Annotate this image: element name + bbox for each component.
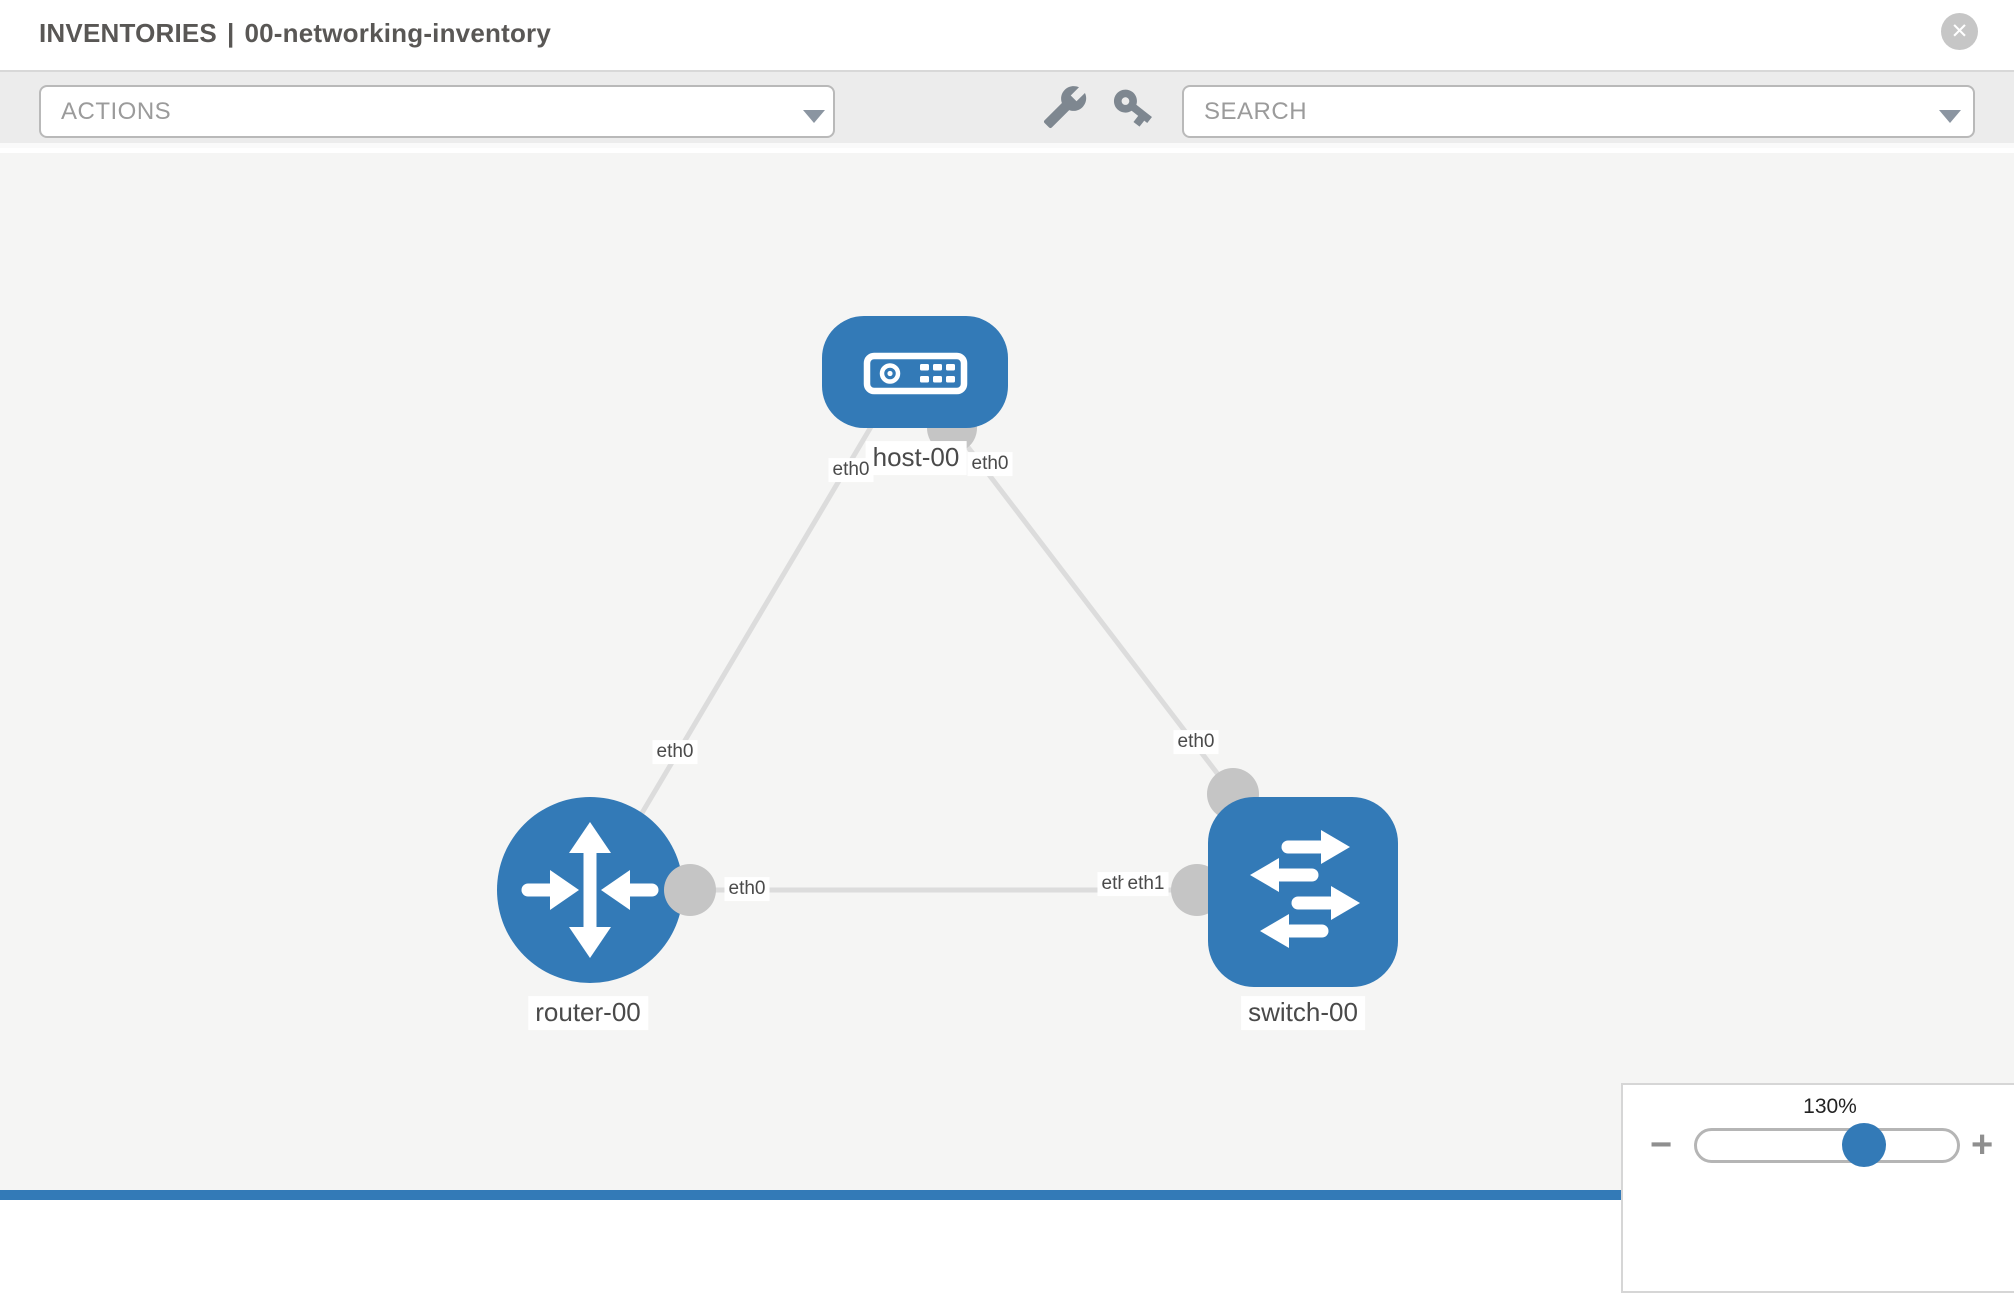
interface-dot-router (664, 864, 716, 916)
port-label-link-host-router: eth0 (652, 740, 698, 764)
page-title-secondary: 00-networking-inventory (244, 18, 552, 48)
wrench-icon[interactable] (1042, 84, 1088, 130)
switch-icon (1250, 830, 1360, 948)
page-title: INVENTORIES | 00-networking-inventory (39, 18, 551, 49)
zoom-panel: 130% − + (1621, 1083, 2014, 1293)
close-glyph: ✕ (1950, 20, 1969, 43)
zoom-slider-handle[interactable] (1842, 1123, 1886, 1167)
bottom-panel-edge (0, 1190, 1621, 1200)
node-switch-00[interactable] (1208, 797, 1398, 987)
topology-canvas[interactable]: host-00 router-00 switch-00 eth0 eth0 et… (0, 153, 2014, 1200)
port-label-link-host-switch: eth0 (1173, 730, 1219, 754)
node-label-router: router-00 (528, 996, 648, 1030)
header-bar: INVENTORIES | 00-networking-inventory ✕ (0, 0, 2014, 72)
port-label-router-right: eth0 (724, 877, 770, 901)
node-label-host: host-00 (865, 441, 967, 475)
node-host-00[interactable] (822, 316, 1008, 428)
chevron-down-icon (803, 110, 825, 123)
toolbar: ACTIONS SEARCH (0, 72, 2014, 148)
actions-dropdown-label: ACTIONS (61, 97, 172, 125)
page-title-primary: INVENTORIES (39, 18, 217, 48)
search-dropdown[interactable]: SEARCH (1182, 85, 1975, 138)
zoom-slider-track[interactable] (1694, 1128, 1960, 1163)
close-icon[interactable]: ✕ (1941, 13, 1978, 50)
node-label-switch: switch-00 (1241, 996, 1365, 1030)
port-label-switch-left: eth1 (1123, 872, 1169, 896)
chevron-down-icon (1939, 110, 1961, 123)
router-icon (521, 822, 659, 958)
key-icon[interactable] (1110, 84, 1156, 130)
page-title-divider: | (226, 18, 235, 48)
zoom-out-icon[interactable]: − (1650, 1124, 1673, 1166)
zoom-in-icon[interactable]: + (1971, 1124, 1994, 1166)
link-lines (639, 413, 1235, 893)
port-label-host-left: eth0 (828, 458, 874, 482)
search-dropdown-label: SEARCH (1204, 97, 1308, 125)
server-icon (863, 352, 968, 395)
node-router-00[interactable] (497, 797, 683, 983)
zoom-level: 130% (1803, 1095, 1857, 1118)
actions-dropdown[interactable]: ACTIONS (39, 85, 835, 138)
port-label-host-right: eth0 (967, 452, 1013, 476)
